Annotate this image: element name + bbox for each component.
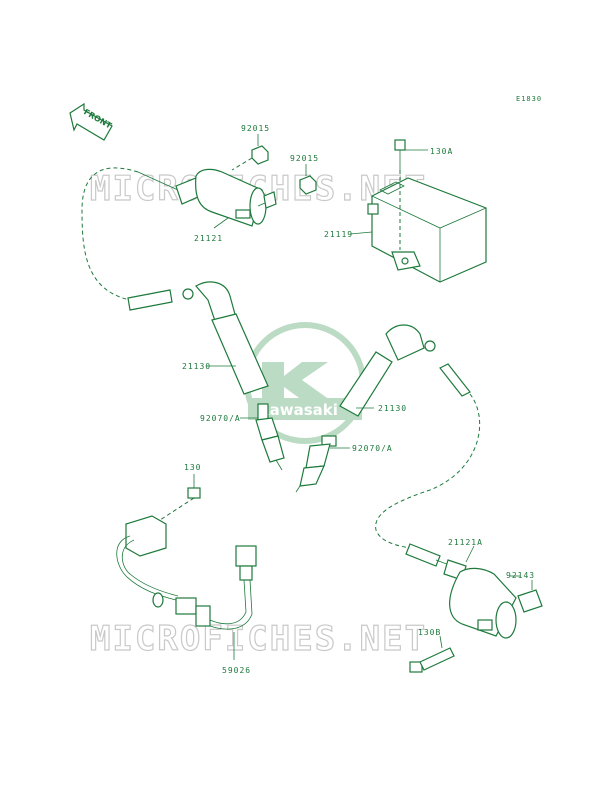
label-21130-left: 21130	[182, 362, 211, 371]
spacer-92143	[517, 580, 543, 613]
label-21130-right: 21130	[378, 404, 407, 413]
label-21119: 21119	[324, 230, 353, 239]
label-59026: 59026	[222, 666, 251, 675]
igniter-21119	[367, 177, 487, 283]
diagram-code: E1830	[516, 95, 542, 103]
label-21121A: 21121A	[448, 538, 483, 547]
front-arrow-icon: FRONT	[69, 102, 114, 141]
label-92143: 92143	[506, 571, 535, 580]
leader-lines	[206, 217, 520, 660]
nut-92015-right	[299, 164, 317, 195]
bolt-130	[159, 474, 201, 521]
label-130B: 130B	[418, 628, 441, 637]
nut-92015-left	[231, 134, 269, 171]
logo-text: Kawasaki	[258, 401, 338, 419]
ignition-coil-21121	[81, 167, 277, 301]
label-92070A-right: 92070/A	[352, 444, 393, 453]
spark-plug-92070A-right	[295, 435, 337, 493]
spark-plug-92070A-left	[255, 403, 285, 471]
wire-harness-59026	[116, 515, 257, 630]
watermark-bottom: MICROFICHES.NET	[90, 619, 427, 659]
label-130A: 130A	[430, 147, 453, 156]
ignition-coil-21121A	[405, 543, 517, 639]
label-92070A-left: 92070/A	[200, 414, 241, 423]
label-92015-left: 92015	[241, 124, 270, 133]
label-130: 130	[184, 463, 201, 472]
label-21121: 21121	[194, 234, 223, 243]
plug-cap-21130-right	[339, 324, 471, 417]
bolt-130A	[394, 139, 428, 250]
label-92015-right: 92015	[290, 154, 319, 163]
plug-cap-21130-left	[127, 281, 269, 395]
bolt-130B	[409, 647, 455, 673]
